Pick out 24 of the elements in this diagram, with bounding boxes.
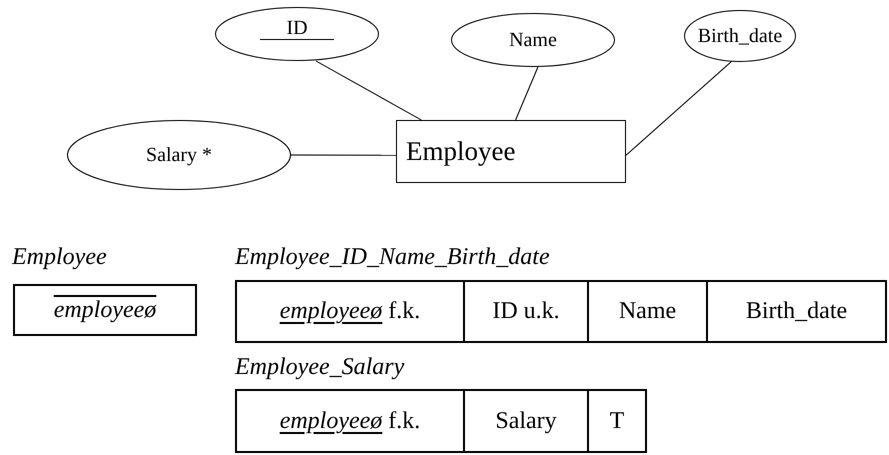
table-cell: employeeø f.k. xyxy=(235,280,465,343)
entity-box xyxy=(396,120,626,183)
table-cell: employeeø xyxy=(13,284,197,336)
table-cell: employeeø f.k. xyxy=(235,389,465,453)
table-name: Employee_ID_Name_Birth_date xyxy=(235,243,550,271)
attribute-name: Birth_date xyxy=(698,24,782,48)
table-cell: ID u.k. xyxy=(463,280,589,343)
table-cell: T xyxy=(587,389,647,453)
table-cell: Salary xyxy=(463,389,589,453)
connector-line xyxy=(515,66,538,120)
attribute-ellipse xyxy=(215,7,379,61)
table-cell: Birth_date xyxy=(706,280,887,343)
attribute-ellipse xyxy=(684,10,796,62)
attribute-ellipse xyxy=(451,13,615,67)
connector-line xyxy=(290,154,396,156)
key-attribute-name: ID xyxy=(260,16,334,40)
attribute-name: Name xyxy=(509,28,557,52)
attribute-name: Salary * xyxy=(146,144,212,166)
table-cell: Name xyxy=(587,280,708,343)
attribute-ellipse xyxy=(67,120,291,190)
entity-name: Employee xyxy=(406,136,516,167)
table-name: Employee_Salary xyxy=(235,353,404,381)
connector-line xyxy=(316,60,422,120)
table-name: Employee xyxy=(12,243,107,271)
